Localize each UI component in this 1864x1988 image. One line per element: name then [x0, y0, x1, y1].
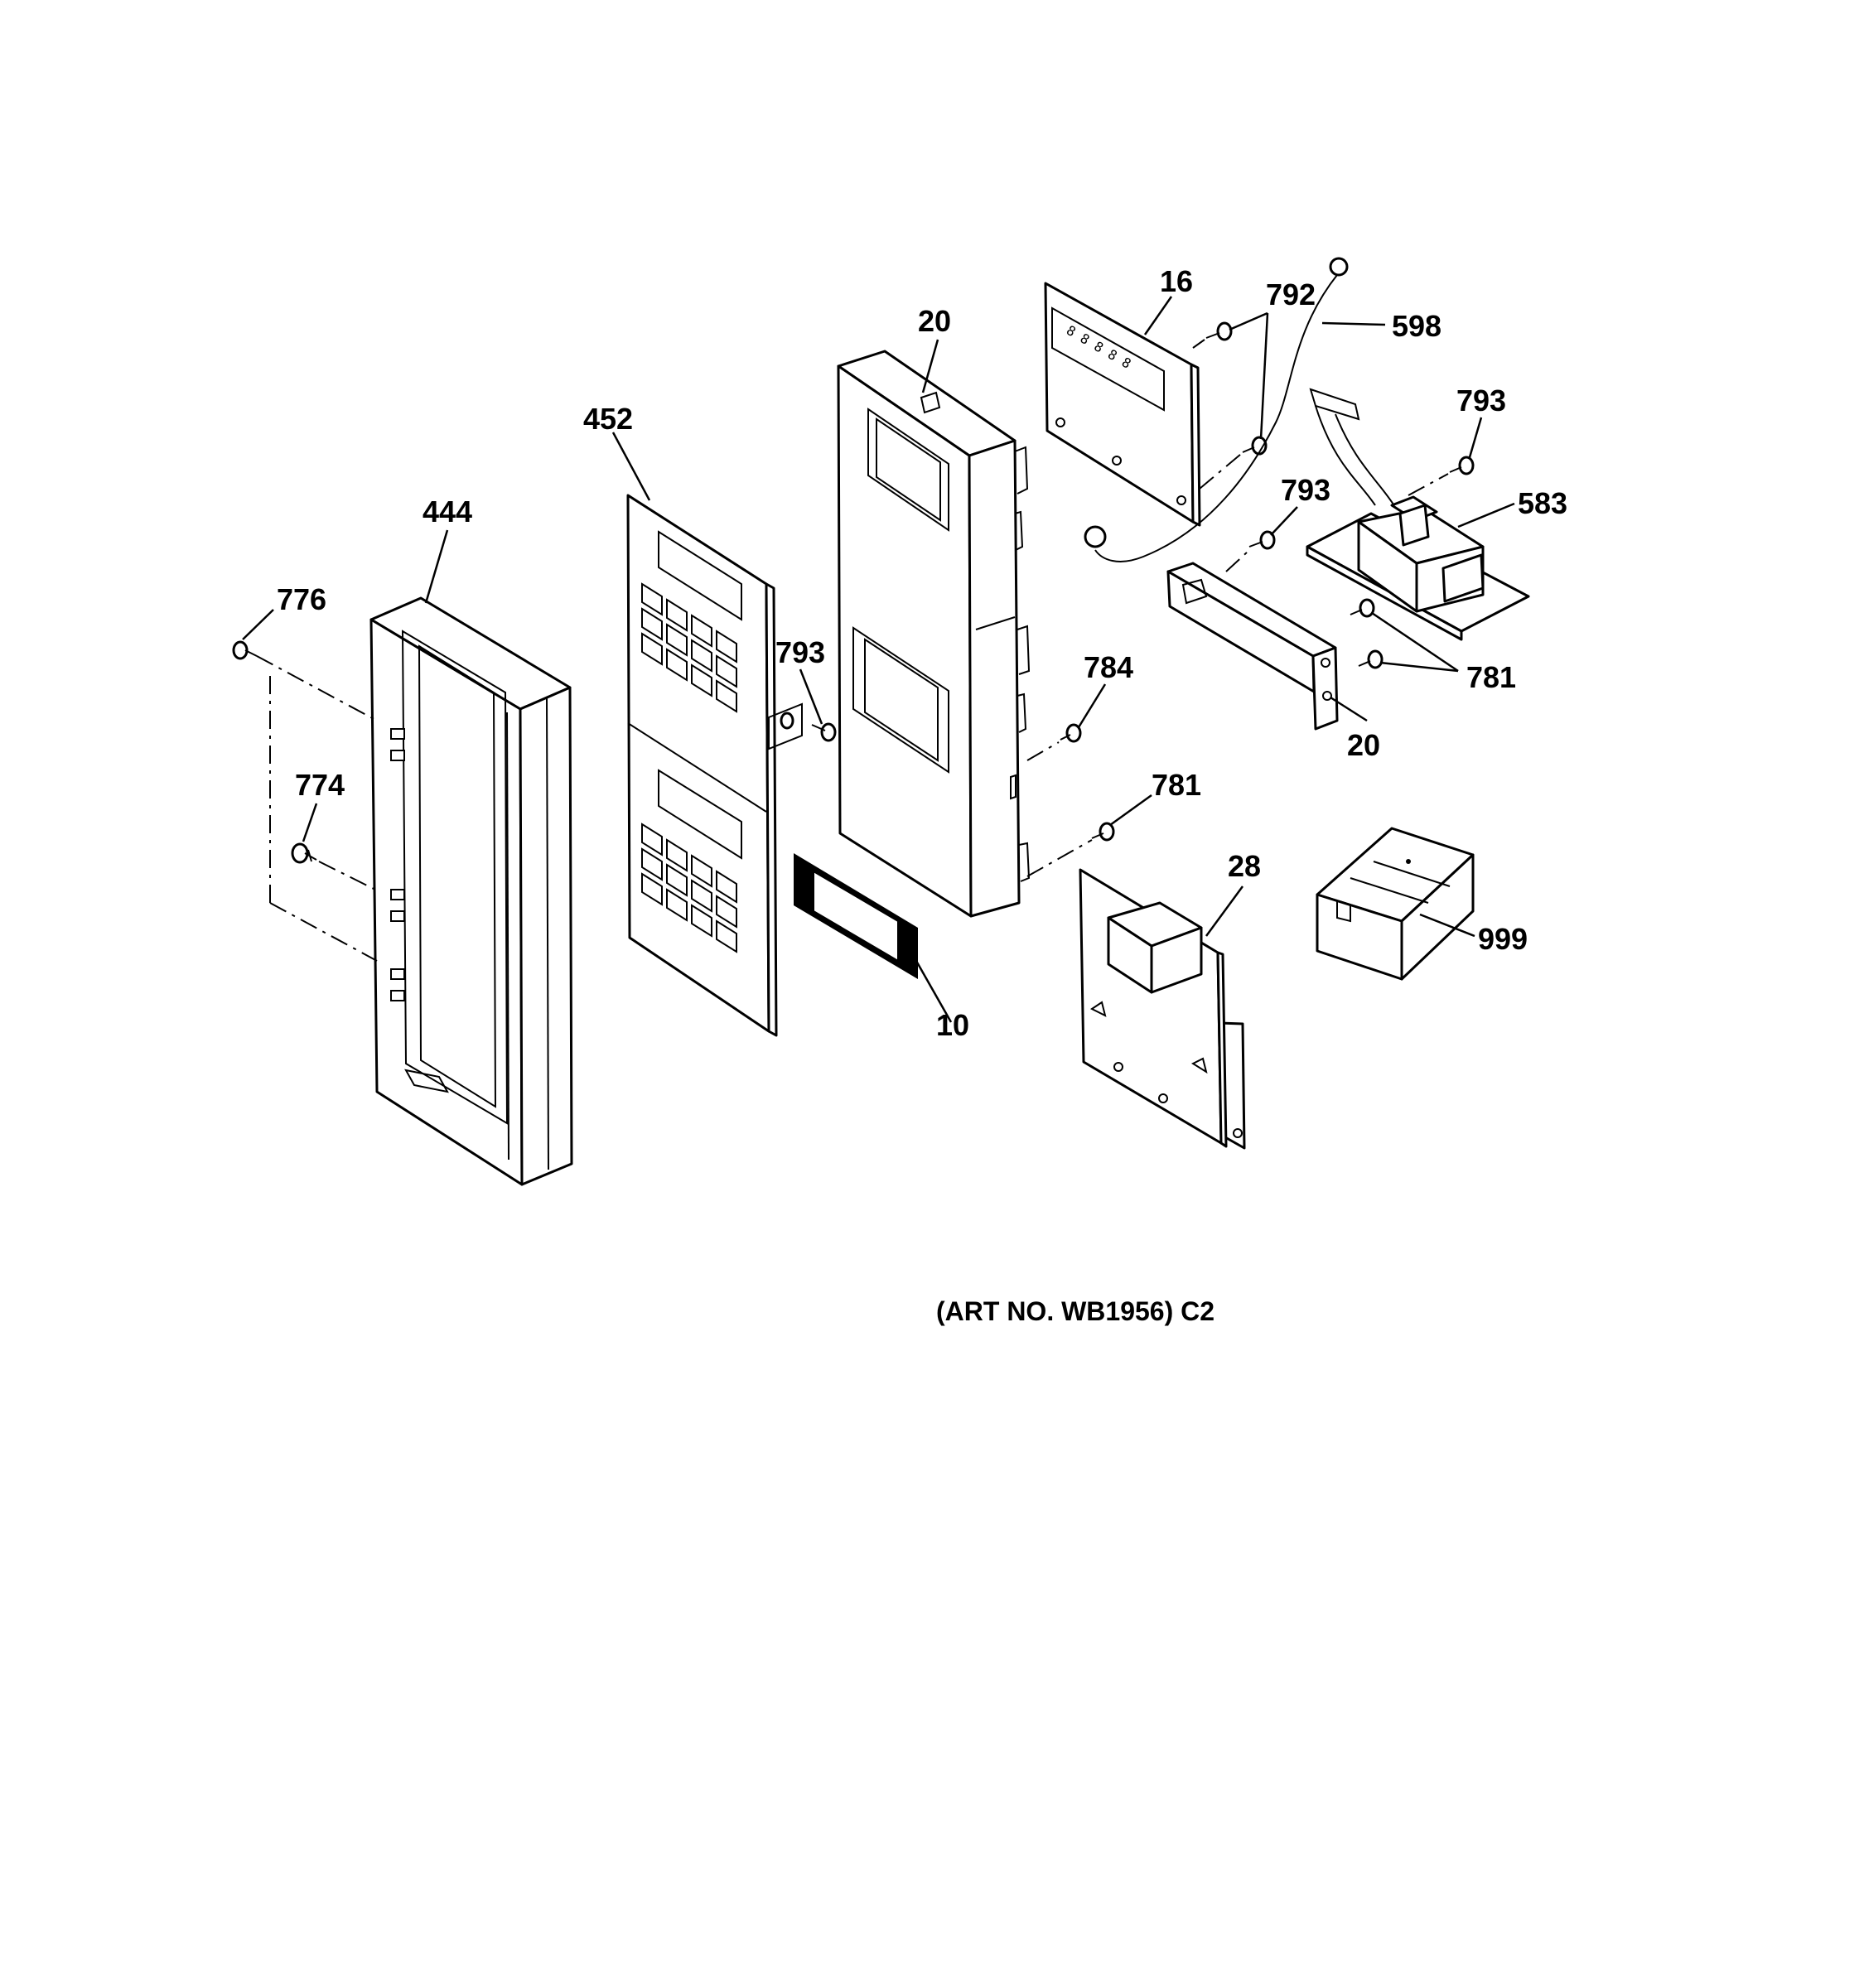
label-781-lower: 781 — [1152, 768, 1201, 802]
part-444-frame — [369, 596, 573, 1186]
keypad-key — [691, 639, 712, 673]
keypad-key — [666, 598, 688, 632]
part-16-display-board: 8 8 8 8 8 — [1044, 282, 1201, 527]
screw-776 — [232, 640, 258, 660]
label-16: 16 — [1160, 264, 1193, 298]
label-784: 784 — [1084, 650, 1133, 684]
label-776: 776 — [277, 582, 326, 616]
label-20-housing: 20 — [918, 304, 951, 338]
keypad-key — [666, 863, 688, 897]
label-452: 452 — [583, 402, 633, 436]
label-793-bracket: 793 — [1281, 473, 1330, 507]
screw-784 — [1060, 723, 1082, 743]
keypad-top-keys — [641, 582, 737, 713]
keypad-key — [641, 847, 663, 881]
ribbon-cable — [1309, 388, 1396, 508]
keypad-key — [666, 623, 688, 657]
label-793-center: 793 — [775, 635, 825, 669]
keypad-key — [691, 854, 712, 888]
keypad-key — [666, 838, 688, 872]
part-598-ground-wire — [1084, 257, 1349, 562]
keypad-key — [691, 663, 712, 697]
keypad-key — [716, 895, 737, 929]
leader-lines — [242, 296, 1515, 1023]
screw-781-lower — [1091, 822, 1115, 842]
keypad-key — [666, 648, 688, 682]
keypad-key — [641, 607, 663, 641]
label-792: 792 — [1266, 277, 1316, 311]
screw-781-bracket-lower — [1358, 649, 1384, 669]
label-444: 444 — [423, 495, 472, 528]
label-583: 583 — [1518, 486, 1567, 520]
keypad-key — [691, 904, 712, 938]
part-452-keypad — [626, 494, 778, 1037]
keypad-key — [716, 654, 737, 688]
label-999: 999 — [1478, 922, 1528, 956]
keypad-key — [716, 630, 737, 663]
part-999-box — [1316, 827, 1475, 981]
label-28: 28 — [1228, 849, 1261, 883]
keypad-key — [666, 888, 688, 922]
screw-774 — [291, 842, 317, 864]
art-number-caption: (ART NO. WB1956) C2 — [936, 1296, 1214, 1326]
label-793-upper-right: 793 — [1456, 384, 1506, 417]
part-583-transformer-board — [1306, 495, 1530, 641]
keypad-key — [716, 870, 737, 904]
keypad-key — [641, 872, 663, 906]
label-774: 774 — [295, 768, 345, 802]
part-10-gasket — [794, 853, 918, 979]
screw-792-upper — [1205, 321, 1233, 341]
part-20-housing — [837, 350, 1031, 918]
keypad-key — [641, 582, 663, 616]
part-20-bracket — [1166, 562, 1339, 731]
keypad-key — [641, 823, 663, 856]
screw-793-center — [811, 722, 837, 742]
label-20-bracket: 20 — [1347, 728, 1380, 762]
keypad-key — [641, 632, 663, 666]
screw-781-bracket-upper — [1350, 598, 1375, 618]
keypad-key — [716, 919, 737, 953]
label-781-bracket: 781 — [1466, 660, 1516, 694]
screw-793-bracket — [1248, 530, 1276, 550]
keypad-key — [716, 679, 737, 713]
screw-792-lower — [1242, 436, 1268, 456]
label-598: 598 — [1392, 309, 1441, 343]
part-28-control-board — [1079, 868, 1246, 1150]
screw-793-upper-right — [1449, 456, 1475, 475]
keypad-key — [691, 614, 712, 648]
label-10: 10 — [936, 1008, 969, 1042]
keypad-bottom-keys — [641, 823, 737, 953]
keypad-key — [691, 879, 712, 913]
